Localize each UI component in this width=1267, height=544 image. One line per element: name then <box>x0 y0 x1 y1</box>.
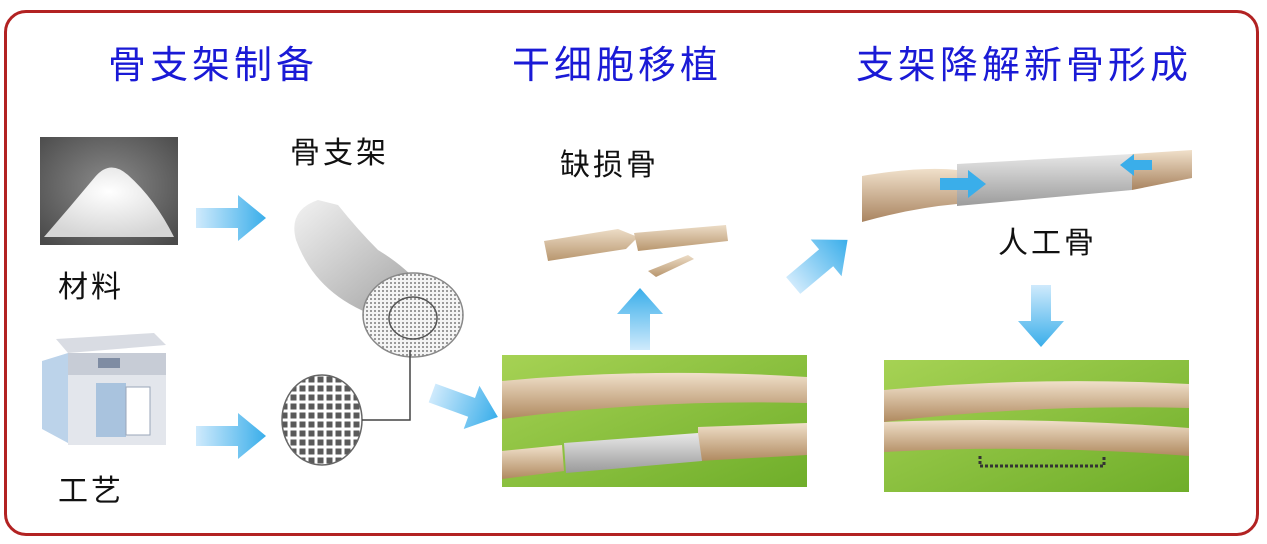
header-degradation-new-bone: 支架降解新骨形成 <box>856 43 1193 87</box>
flow-arrow-icon <box>428 383 498 430</box>
header-stem-cell-transplant: 干细胞移植 <box>512 43 723 87</box>
flow-arrow-icon <box>196 195 266 241</box>
material-powder-image <box>40 137 178 245</box>
mesh-detail-image <box>281 350 411 466</box>
flow-arrow-icon <box>196 413 266 459</box>
new-bone-formation-image <box>884 360 1189 492</box>
stem-cell-transplant-image <box>502 355 807 487</box>
flow-arrow-icon <box>786 239 848 294</box>
flow-arrow-icon <box>617 288 663 350</box>
header-scaffold-preparation: 骨支架制备 <box>108 43 319 87</box>
artificial-bone-image <box>862 150 1192 222</box>
label-artificial-bone: 人工骨 <box>998 226 1097 261</box>
bone-scaffold-image <box>294 200 464 358</box>
label-defect-bone: 缺损骨 <box>560 148 659 183</box>
label-scaffold: 骨支架 <box>290 136 389 171</box>
label-process: 工艺 <box>58 474 124 509</box>
defect-bone-image <box>544 225 728 277</box>
label-material: 材料 <box>58 270 124 305</box>
flow-arrow-icon <box>1018 285 1064 347</box>
process-machine-image <box>42 333 166 445</box>
